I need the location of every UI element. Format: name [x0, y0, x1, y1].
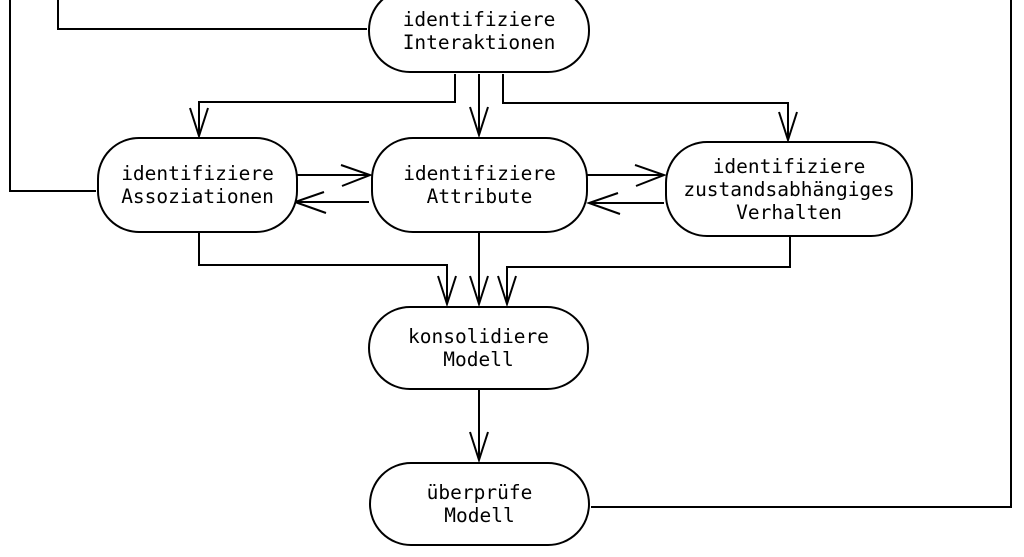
node-label-line: identifiziere	[712, 154, 866, 178]
node-label-line: Assoziationen	[121, 185, 274, 208]
edge-interactions-to-state	[502, 74, 798, 144]
node-label-line: identifiziere	[402, 7, 556, 31]
node-ueberpruefe-modell: überprüfe Modell	[369, 462, 590, 546]
edge-interactions-to-attributes	[469, 74, 489, 139]
node-identifiziere-interaktionen: identifiziere Interaktionen	[368, 0, 590, 73]
node-label-line: Interaktionen	[402, 30, 556, 54]
edge-associations-to-consolidate	[198, 232, 457, 308]
edge-associations-to-attributes	[294, 164, 373, 187]
edge-attributes-to-associations	[291, 191, 369, 214]
node-label-line: Modell	[443, 348, 514, 371]
node-identifiziere-attribute: identifiziere Attribute	[371, 137, 588, 233]
edge-state-to-consolidate	[497, 236, 791, 308]
node-label-line: identifiziere	[121, 162, 274, 185]
node-label-line: überprüfe	[426, 481, 533, 504]
node-identifiziere-assoziationen: identifiziere Assoziationen	[97, 137, 298, 233]
edge-verify-feedback-loop	[591, 0, 1012, 508]
edge-interactions-to-associations	[189, 74, 456, 140]
edge-feedback-to-interactions	[57, 0, 367, 30]
node-label-line: konsolidiere	[408, 325, 549, 348]
edge-attributes-to-consolidate	[469, 232, 489, 308]
node-konsolidiere-modell: konsolidiere Modell	[368, 306, 589, 390]
node-identifiziere-zustandsabhaengiges-verhalten: identifiziere zustandsabhängiges Verhalt…	[665, 141, 913, 237]
edge-attributes-to-state	[587, 164, 667, 187]
node-label-line: zustandsabhängiges	[683, 177, 895, 201]
node-label-line: Verhalten	[736, 200, 842, 224]
node-label-line: Modell	[444, 504, 515, 527]
edge-feedback-to-associations	[9, 0, 96, 192]
edge-consolidate-to-verify	[469, 389, 489, 464]
edge-state-to-attributes	[585, 192, 664, 215]
node-label-line: identifiziere	[403, 162, 556, 185]
node-label-line: Attribute	[426, 185, 533, 208]
